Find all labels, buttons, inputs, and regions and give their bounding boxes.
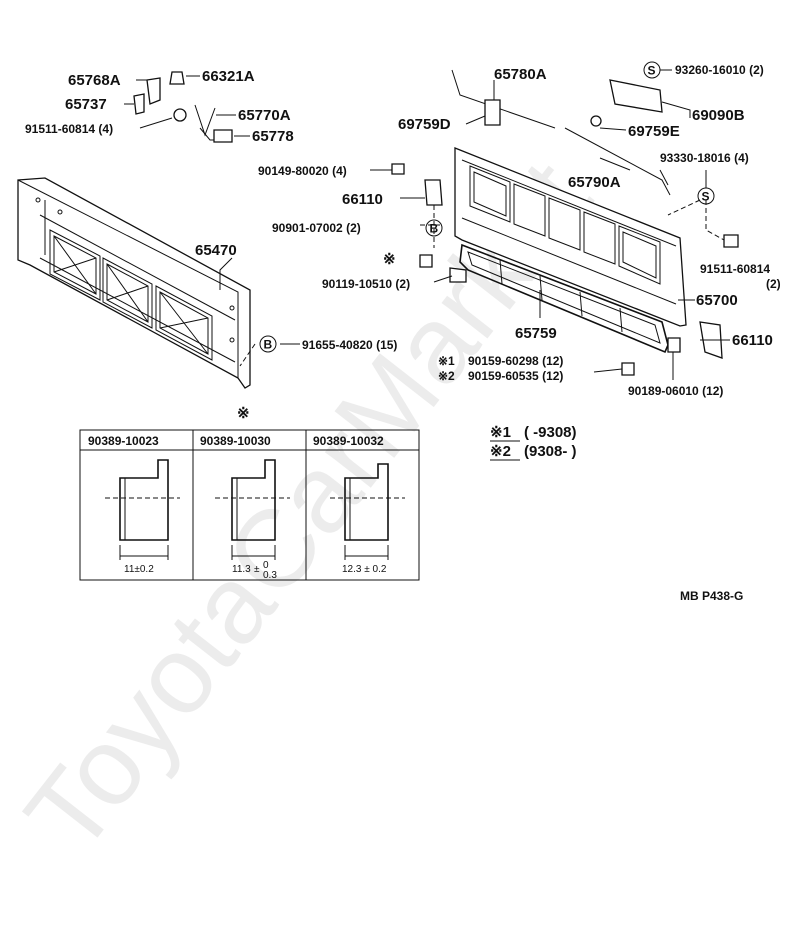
label-kome2-mark: ※2 [438,369,455,383]
label-65778: 65778 [252,128,294,145]
svg-text:S: S [702,190,710,204]
table-dim-2-pm: ± [254,564,260,575]
note-2-mark: ※2 [490,443,511,460]
label-90159-60535: 90159-60535 (12) [468,369,563,383]
table-dim-2-tol-lower: 0.3 [263,570,277,581]
svg-text:S: S [648,64,656,78]
label-66321a: 66321A [202,68,255,85]
label-91511-60814-left: 91511-60814 (4) [25,122,113,136]
leader-lines [124,69,730,380]
table-dim-2-tol-upper: 0 [263,560,269,571]
marker-b-lower: B [259,335,277,353]
inner-panel-65470 [17,177,251,389]
label-90159-60298: 90159-60298 (12) [468,354,563,368]
label-93330-18016: 93330-18016 (4) [660,151,749,165]
rods-group [451,69,671,196]
label-93260-16010: 93260-16010 (2) [675,63,764,77]
table-header-1: 90389-10023 [88,434,159,448]
tailgate-65700 [454,147,687,327]
label-65700: 65700 [696,292,738,309]
spacer-drawing-1 [105,459,180,560]
label-66110-lower: 66110 [732,332,773,349]
label-91511-60814-right-qty: (2) [766,277,781,291]
label-69759e: 69759E [628,123,680,140]
diagram-code: MB P438-G [680,589,743,603]
table-dim-1: 11±0.2 [124,564,154,575]
label-90119-10510: 90119-10510 (2) [322,277,410,291]
label-91655-40820: 91655-40820 (15) [302,338,397,352]
label-69090b: 69090B [692,107,745,124]
label-65768a: 65768A [68,72,121,89]
table-kome-marker: ※ [237,405,250,422]
label-65780a: 65780A [494,66,547,83]
label-90149-80020: 90149-80020 (4) [258,164,347,178]
label-90901-07002: 90901-07002 (2) [272,221,361,235]
svg-text:B: B [264,338,273,352]
table-dim-2: 11.3 [232,564,251,575]
marker-s-lower: S [697,187,715,205]
lock-parts-group [133,71,233,143]
spacer-table: ※ 90389-10023 90389-10030 90389-10032 11… [79,405,420,581]
applicability-notes: ※1 ( -9308) ※2 (9308- ) [490,424,577,461]
label-kome1-mark: ※1 [438,354,455,368]
label-65737: 65737 [65,96,107,113]
table-header-3: 90389-10032 [313,434,384,448]
label-90189-06010: 90189-06010 (12) [628,384,723,398]
label-65770a: 65770A [238,107,291,124]
note-2-text: (9308- ) [524,443,577,460]
svg-text:B: B [430,222,439,236]
table-header-2: 90389-10030 [200,434,271,448]
spacer-drawing-3 [330,463,405,560]
label-66110-upper: 66110 [342,191,383,208]
label-91511-60814-right: 91511-60814 [700,262,770,276]
table-dim-3: 12.3 ± 0.2 [342,564,387,575]
marker-b-upper: B [425,219,443,237]
marker-kome-bolt: ※ [383,251,396,268]
note-1-mark: ※1 [490,424,511,441]
label-65790a: 65790A [568,174,621,191]
note-1-text: ( -9308) [524,424,577,441]
spacer-drawing-2 [215,459,290,560]
seal-65759 [459,243,669,354]
label-65759: 65759 [515,325,557,342]
label-65470: 65470 [195,242,237,259]
marker-s-upper: S [643,61,661,79]
label-69759d: 69759D [398,116,451,133]
